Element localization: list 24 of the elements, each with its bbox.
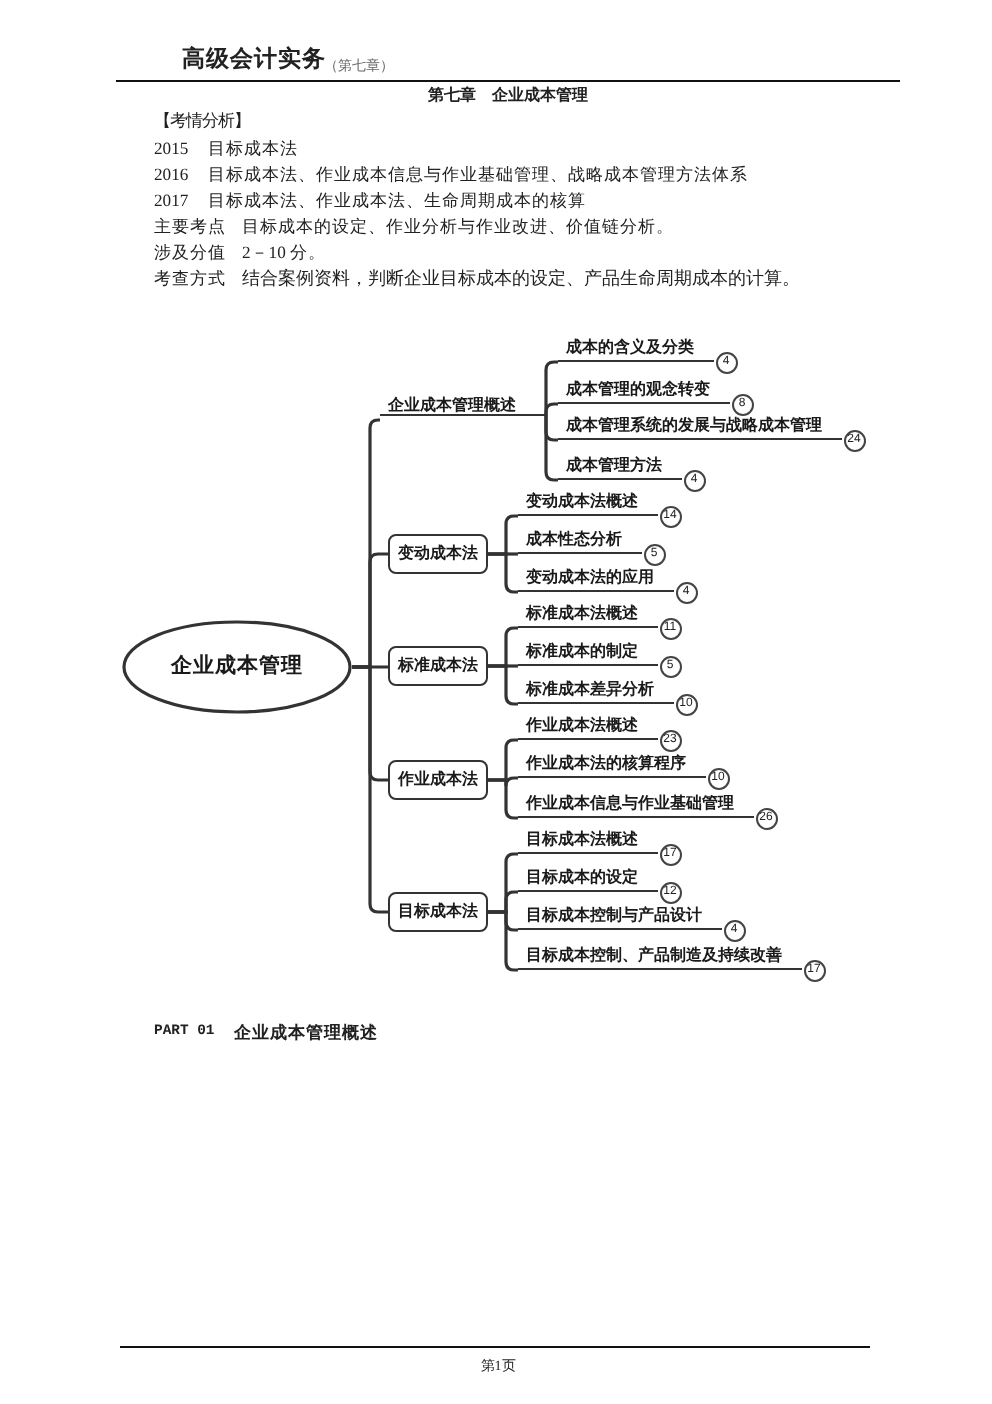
year-label: 2015	[154, 137, 189, 159]
part-heading: 企业成本管理概述	[234, 1021, 378, 1043]
year-label: 2017	[154, 189, 189, 211]
branch-line	[488, 778, 518, 820]
field-label: 涉及分值	[154, 241, 226, 263]
chapter-title: 第七章 企业成本管理	[428, 86, 588, 106]
branch-line	[488, 664, 518, 706]
field-text: 2－10 分。	[242, 241, 327, 263]
analysis-text: 目标成本法	[208, 137, 298, 159]
field-label: 主要考点	[154, 215, 226, 237]
branch-line	[544, 418, 558, 482]
year-label: 2016	[154, 163, 189, 185]
branch-line	[352, 665, 388, 914]
root-ellipse: 企业成本管理	[122, 620, 352, 714]
branch-line	[488, 910, 518, 972]
field-text: 结合案例资料，判断企业目标成本的设定、产品生命周期成本的计算。	[242, 267, 800, 289]
analysis-text: 目标成本法、作业成本信息与作业基础管理、战略成本管理方法体系	[208, 163, 748, 185]
running-header: 高级会计实务	[182, 48, 326, 76]
field-text: 目标成本的设定、作业分析与作业改进、价值链分析。	[242, 215, 674, 237]
branch-line	[488, 552, 518, 594]
field-label: 考查方式	[154, 267, 226, 289]
branch-line	[544, 402, 558, 422]
section-label: 【考情分析】	[154, 111, 250, 133]
analysis-text: 目标成本法、作业成本法、生命周期成本的核算	[208, 189, 586, 211]
